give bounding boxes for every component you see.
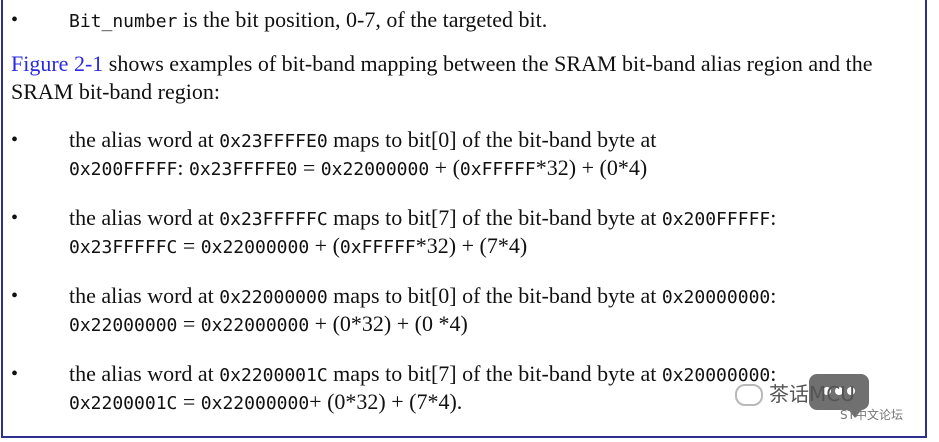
bullet: • [11,207,19,229]
chat-bubble-icon [809,374,869,418]
bullet: • [11,363,19,385]
watermark-text: 茶话MCU [769,382,855,406]
bullet: • [11,9,19,31]
list-text: the alias word at 0x23FFFFFC maps to bit… [69,205,777,230]
list-text: Bit_number is the bit position, 0-7, of … [69,7,548,32]
watermark: 茶话MCU ST中文论坛 [725,374,905,426]
list-text: the alias word at 0x23FFFFE0 maps to bit… [69,127,657,152]
list-text: the alias word at 0x22000000 maps to bit… [69,283,777,308]
watermark-subtext: ST中文论坛 [840,408,903,422]
document-frame: • Bit_number is the bit position, 0-7, o… [1,0,927,438]
figure-link[interactable]: Figure 2-1 [11,51,104,76]
bullet: • [11,129,19,151]
bullet: • [11,285,19,307]
list-text: 0x23FFFFFC = 0x22000000 + (0xFFFFF*32) +… [69,233,528,258]
list-text: 0x22000000 = 0x22000000 + (0*32) + (0 *4… [69,311,468,336]
wechat-icon [735,384,763,406]
list-text: 0x2200001C = 0x22000000+ (0*32) + (7*4). [69,389,463,414]
paragraph: Figure 2-1 shows examples of bit-band ma… [11,51,873,104]
list-text: 0x200FFFFF: 0x23FFFFE0 = 0x22000000 + (0… [69,155,648,180]
list-text: the alias word at 0x2200001C maps to bit… [69,361,777,386]
